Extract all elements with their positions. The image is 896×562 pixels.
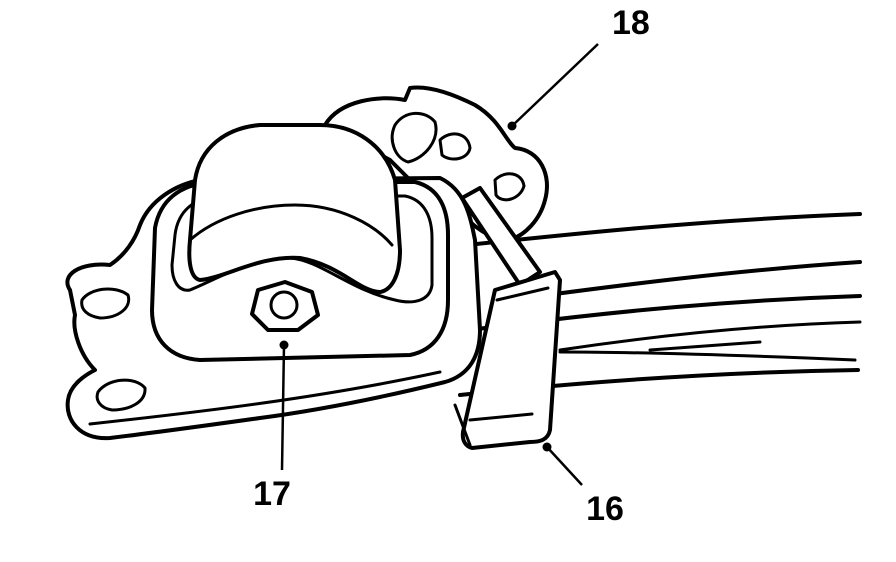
callout-label-16: 16	[586, 490, 624, 528]
callout-label-17: 17	[253, 475, 291, 513]
callout-18: 18	[507, 4, 650, 131]
callout-16: 16	[542, 442, 624, 528]
clamp	[453, 186, 562, 450]
bolt	[250, 280, 320, 332]
rubber-bushing	[187, 123, 402, 294]
callout-17: 17	[253, 340, 291, 513]
callout-label-18: 18	[612, 4, 650, 42]
